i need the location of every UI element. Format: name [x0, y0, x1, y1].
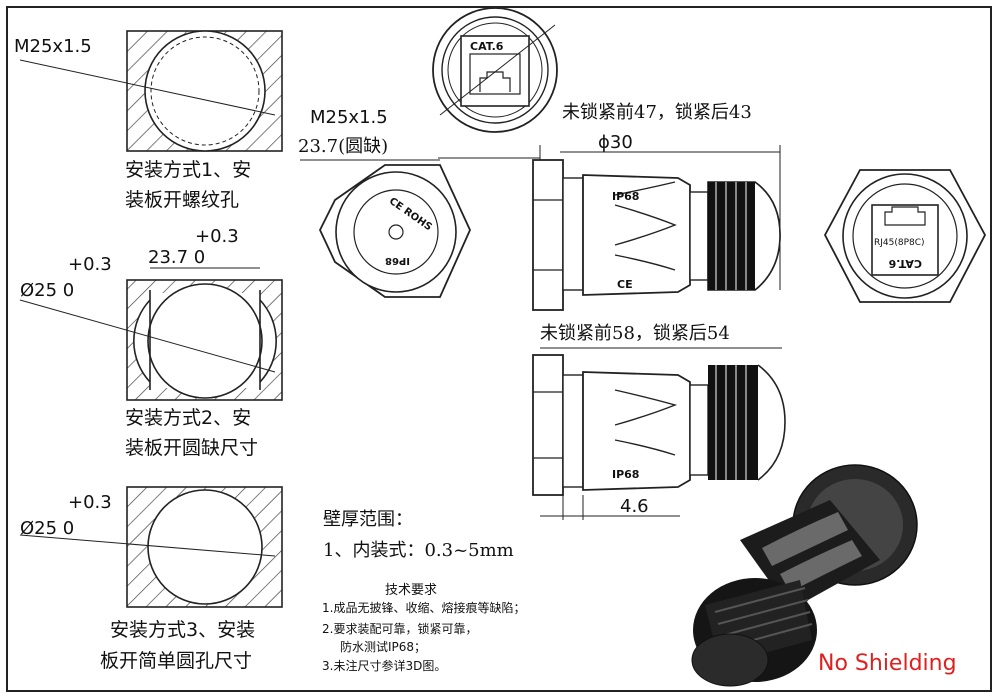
gland-3d-render — [691, 464, 918, 687]
gland-side-view-upper — [532, 145, 781, 311]
gland-ip-mark-lower: IP68 — [612, 468, 639, 481]
dia-30: ϕ30 — [598, 132, 633, 153]
method1-caption-line2: 装板开螺纹孔 — [125, 189, 239, 211]
wall-heading: 壁厚范围： — [323, 509, 413, 530]
tech-item-2: 2.要求装配可靠，锁紧可靠， — [322, 621, 477, 636]
center-thread-label: M25x1.5 — [310, 107, 388, 128]
center-cut-dim: 23.7(圆缺) — [298, 136, 388, 157]
method1-thread-label: M25x1.5 — [14, 36, 92, 57]
drawing-frame — [6, 6, 992, 692]
top-connector-view — [432, 7, 558, 133]
len-58-54: 未锁紧前58，锁紧后54 — [540, 323, 730, 344]
dim-4-6: 4.6 — [620, 496, 649, 517]
nut-text-bottom: IP68 — [385, 255, 410, 266]
method2-width-tol: +0.3 — [195, 226, 239, 247]
method3-caption-line1: 安装方式3、安装 — [110, 619, 255, 641]
method1-caption-line1: 安装方式1、安 — [125, 159, 251, 181]
gland-side-view-lower — [532, 354, 786, 520]
len-47-43: 未锁紧前47，锁紧后43 — [562, 102, 752, 123]
method2-caption-line1: 安装方式2、安 — [125, 407, 251, 429]
no-shielding-badge: No Shielding — [818, 651, 957, 676]
right-cat-label: CAT.6 — [888, 257, 922, 270]
method3-dia-dim: Ø25 0 — [20, 518, 74, 539]
method2-dia-tol: +0.3 — [68, 254, 112, 275]
method1-plate — [19, 30, 283, 152]
gland-ce-mark: CE — [617, 278, 633, 291]
rj45-label: RJ45(8P8C) — [874, 238, 925, 248]
method2-width-dim: 23.7 0 — [148, 247, 205, 268]
tech-item-1: 1.成品无披锋、收缩、熔接痕等缺陷； — [322, 600, 525, 615]
gland-ip-mark: IP68 — [612, 190, 639, 203]
tech-item-2b: 防水测试IP68； — [340, 639, 426, 654]
method3-caption-line2: 板开简单圆孔尺寸 — [100, 650, 252, 672]
method3-dia-tol: +0.3 — [68, 492, 112, 513]
method3-plate — [19, 486, 283, 608]
top-connector-label: CAT.6 — [470, 40, 504, 53]
method2-caption-line2: 装板开圆缺尺寸 — [125, 437, 258, 459]
method2-plate — [19, 267, 283, 401]
tech-heading: 技术要求 — [385, 583, 437, 598]
nut-hex-face — [319, 164, 471, 298]
method2-dia-dim: Ø25 0 — [20, 280, 74, 301]
right-connector-face — [823, 169, 987, 303]
wall-range-line: 1、内装式：0.3~5mm — [323, 540, 514, 561]
tech-item-3: 3.未注尺寸参详3D图。 — [322, 658, 446, 673]
